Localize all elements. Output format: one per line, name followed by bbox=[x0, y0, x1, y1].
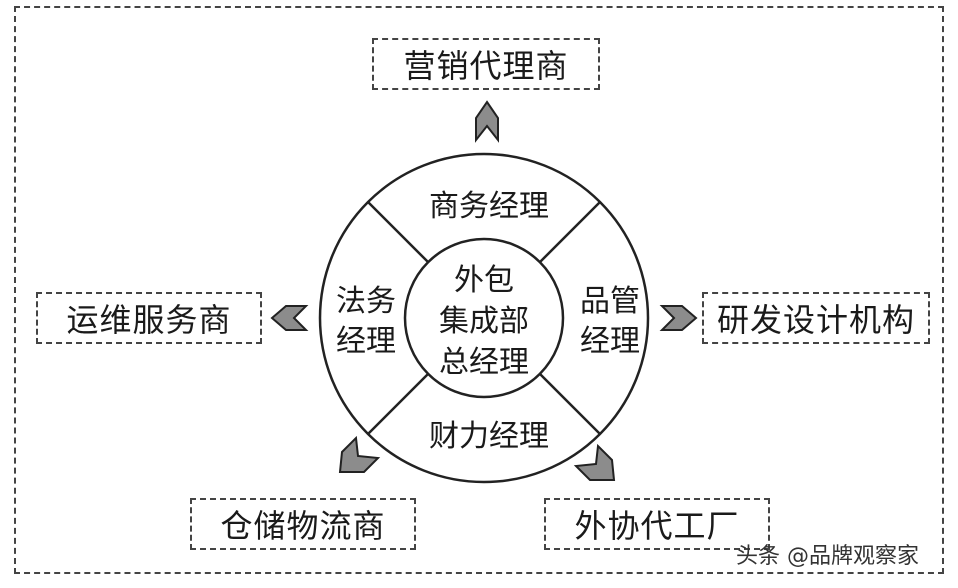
ring-label-right-2: 经理 bbox=[580, 324, 640, 359]
divider-bottom-right bbox=[539, 373, 601, 435]
outer-ring-circle bbox=[318, 152, 650, 484]
ring-label-left-2: 经理 bbox=[336, 324, 396, 359]
arrow-down-right-chevron bbox=[573, 443, 616, 481]
arrow-right-chevron bbox=[659, 305, 698, 331]
box-rnd-institution: 研发设计机构 bbox=[702, 292, 930, 344]
center-label-2: 集成部 bbox=[439, 304, 529, 339]
box-logistics: 仓储物流商 bbox=[190, 498, 416, 550]
divider-top-left bbox=[367, 201, 429, 263]
divider-bottom-left bbox=[367, 373, 429, 435]
ring-label-right-1: 品管 bbox=[580, 284, 640, 319]
box-marketing-agent: 营销代理商 bbox=[372, 38, 600, 90]
box-ops-service: 运维服务商 bbox=[36, 292, 262, 344]
arrow-up-chevron bbox=[475, 100, 499, 143]
ring-label-left-1: 法务 bbox=[336, 284, 396, 319]
outer-dashed-frame bbox=[14, 6, 944, 574]
box-rnd-institution-label: 研发设计机构 bbox=[716, 301, 915, 339]
divider-top-right bbox=[539, 201, 601, 263]
inner-ring-circle bbox=[403, 237, 565, 399]
center-label-1: 外包 bbox=[454, 263, 514, 298]
center-label-3: 总经理 bbox=[439, 345, 529, 380]
ring-label-top: 商务经理 bbox=[429, 189, 549, 224]
arrow-down-left-chevron bbox=[338, 435, 381, 473]
box-ops-service-label: 运维服务商 bbox=[66, 301, 232, 339]
watermark-text: 头条 @品牌观察家 bbox=[736, 544, 919, 569]
box-marketing-agent-label: 营销代理商 bbox=[403, 47, 569, 85]
box-logistics-label: 仓储物流商 bbox=[220, 507, 386, 545]
box-oem-factory-label: 外协代工厂 bbox=[574, 507, 740, 545]
box-oem-factory: 外协代工厂 bbox=[544, 498, 770, 550]
arrow-left-chevron bbox=[270, 305, 309, 331]
ring-label-bottom: 财力经理 bbox=[429, 419, 549, 454]
